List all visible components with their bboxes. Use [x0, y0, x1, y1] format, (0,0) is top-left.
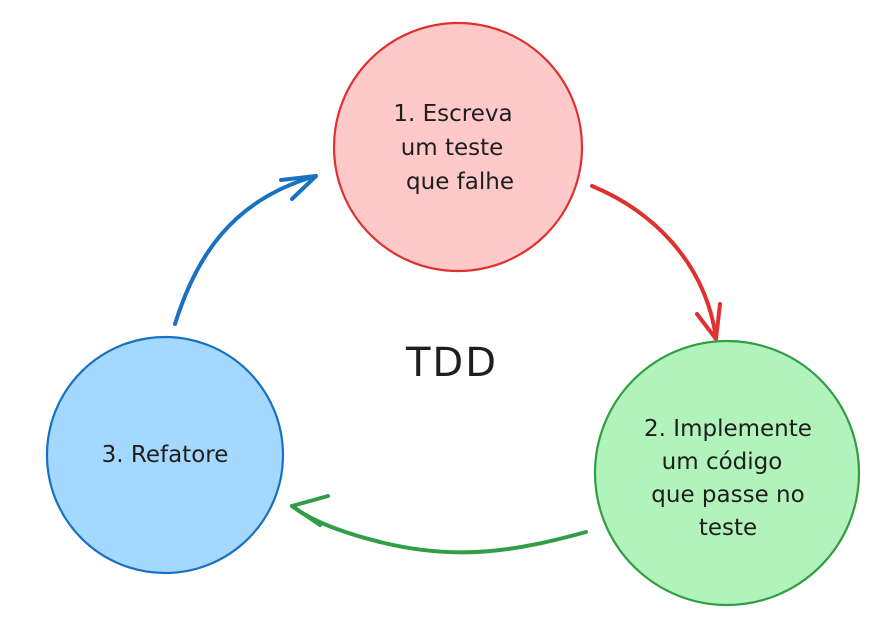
step-1-node: 1. Escreva um teste que falhe [332, 21, 584, 273]
step-1-line-2: um teste [401, 135, 504, 161]
step-1-circle [332, 21, 584, 273]
arrow-step3-to-step1-shaft [173, 174, 318, 326]
arrow-step3-to-step1-head [279, 174, 318, 201]
step-1-line-3: que falhe [406, 169, 514, 195]
step-2-line-1: 2. Implemente [644, 416, 812, 442]
arrow-step2-to-step3-head [290, 494, 330, 527]
arrow-step3-to-step1 [173, 174, 318, 326]
arrow-step1-to-step2-head [695, 302, 722, 341]
arrow-step1-to-step2-shaft [590, 184, 718, 340]
step-2-node: 2. Implemente um código que passe no tes… [593, 339, 861, 607]
step-3-line-1: 3. Refatore [102, 442, 229, 468]
step-3-circle [45, 335, 285, 575]
step-2-circle [593, 339, 861, 607]
center-title: TDD [405, 340, 498, 386]
step-2-line-4: teste [699, 515, 757, 541]
step-1-line-1: 1. Escreva [393, 101, 512, 127]
step-2-line-3: que passe no [651, 482, 804, 508]
arrow-step2-to-step3 [290, 494, 588, 555]
arrow-step2-to-step3-shaft [290, 504, 588, 555]
step-3-node: 3. Refatore [45, 335, 285, 575]
arrow-step1-to-step2 [590, 184, 722, 341]
step-2-line-2: um código [662, 449, 783, 475]
